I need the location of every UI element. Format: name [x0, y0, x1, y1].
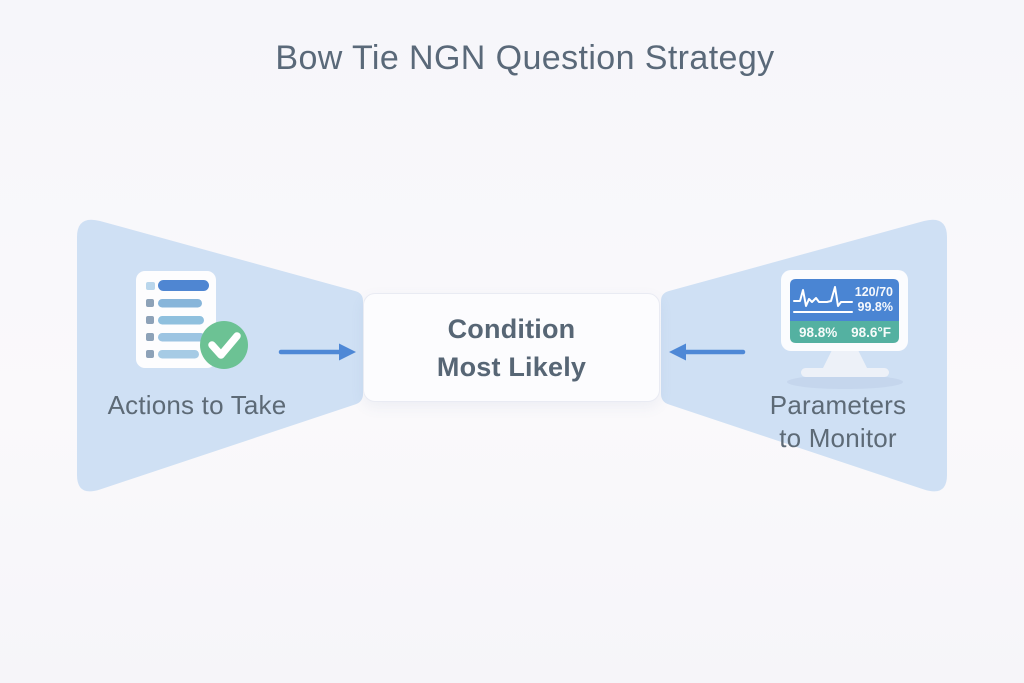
right-arrow-icon: [669, 343, 746, 361]
center-node-line1: Condition: [447, 313, 576, 344]
check-circle-icon: [200, 321, 248, 369]
left-arrow-icon: [278, 343, 356, 361]
center-node-line2: Most Likely: [436, 351, 587, 382]
center-condition-node: Condition Most Likely: [363, 293, 660, 402]
right-wing-label-line2: to Monitor: [779, 423, 897, 453]
page-title: Bow Tie NGN Question Strategy: [275, 39, 775, 77]
monitor-temperature-reading: 98.6°F: [851, 325, 891, 340]
monitor-spo2-reading: 99.8%: [858, 300, 893, 314]
ecg-waveform-icon: [793, 286, 853, 307]
left-wing-label: Actions to Take: [107, 390, 287, 420]
checklist-checkmark-icon: [136, 271, 248, 369]
right-wing-label: Parameters to Monitor: [718, 389, 958, 455]
right-wing-label-line1: Parameters: [769, 390, 907, 420]
monitor-bp-reading: 120/70: [855, 285, 893, 299]
vitals-monitor-icon: 120/70 99.8% 98.8% 98.6°F: [781, 270, 908, 389]
monitor-percent-reading: 98.8%: [799, 325, 837, 340]
